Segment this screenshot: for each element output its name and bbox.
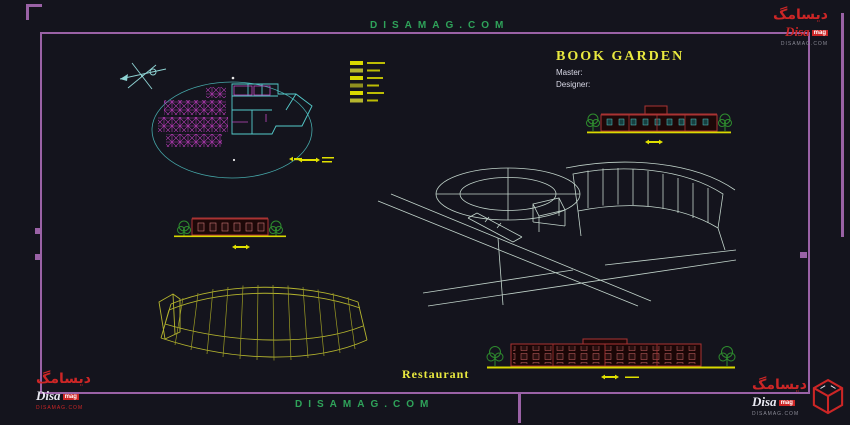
frame-bottom-tick [518,393,521,423]
windows [606,118,709,126]
logo-brand-text: Disa [752,394,777,409]
frame-right-tick [800,252,807,258]
project-title: BOOK GARDEN [556,49,685,64]
tree [177,220,191,236]
watermark-bottom: DISAMAG.COM [295,399,435,410]
master-label: Master: [556,68,583,77]
logo-brand-text: Disa [36,388,61,403]
tree [586,113,600,131]
logo-brand-text: Disa [785,24,810,39]
tree [718,113,732,131]
sheet-border [40,32,810,394]
elevation-bottom-drawing [486,338,736,380]
logo-farsi-text: دیسامگ [773,7,828,23]
plan-partitions [232,85,271,123]
site-3d-wireframe-drawing [377,161,737,307]
logo-farsi-text: دیسامگ [752,377,807,393]
designer-label: Designer: [556,80,591,89]
frame-left-tick [35,254,42,260]
tree [486,346,504,366]
road [377,193,652,307]
frame-corner-mark [26,4,42,7]
north-arrow-icon [119,62,167,90]
elevation-left-drawing [174,217,286,250]
logo-mag-badge: mag [62,394,79,400]
frame-corner-mark [26,4,29,20]
logo-mag-badge: mag [778,400,795,406]
plan-walls [231,83,313,135]
section-marker [645,139,663,145]
logo-site-text: DISAMAG.COM [780,41,828,48]
elevation-top-right-drawing [586,105,732,145]
section-marker [289,156,302,162]
frame-left-tick [35,228,42,234]
windows [197,222,265,232]
section-marker [298,157,334,163]
perspective-wireframe-drawing [158,284,368,361]
logo-mag-badge: mag [811,30,828,36]
frame-right-outer-bar [841,13,844,237]
facade-ribs [174,284,356,361]
logo-site-text: DISAMAG.COM [36,405,84,412]
logo-farsi-text: دیسامگ [36,371,91,387]
section-marker [601,374,639,380]
road [422,237,737,307]
tree [718,346,736,366]
legend-key-drawing [350,61,385,103]
tree [269,220,283,236]
floor-plan-drawing [151,76,313,179]
logo-site-text: DISAMAG.COM [752,411,800,418]
title-block: BOOK GARDEN Master: Designer: [556,49,684,89]
section-marker [232,244,250,250]
hatched-zone [158,87,228,147]
restaurant-label: Restaurant [402,367,470,381]
cube-logo-icon [812,379,844,415]
watermark-top: DISAMAG.COM [370,20,510,31]
